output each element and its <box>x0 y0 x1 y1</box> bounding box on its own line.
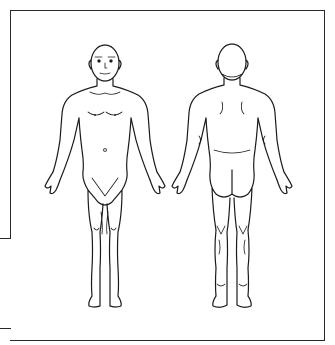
back-torso-sides <box>206 118 258 172</box>
back-waist <box>214 150 250 153</box>
front-right-hand <box>150 172 165 194</box>
front-body-figure <box>45 45 165 307</box>
back-knees <box>217 226 247 234</box>
front-face <box>95 57 115 74</box>
front-chest <box>88 112 122 115</box>
back-shoulder-blades <box>220 102 244 114</box>
back-left-hand <box>172 172 187 194</box>
front-navel <box>104 149 107 152</box>
back-right-hand <box>277 172 292 194</box>
back-right-leg <box>234 188 252 296</box>
back-left-foot <box>213 296 227 307</box>
back-right-foot <box>237 296 251 307</box>
front-hips <box>83 172 127 205</box>
front-groin <box>92 178 118 196</box>
back-head <box>218 44 246 80</box>
front-left-leg <box>88 190 103 296</box>
front-left-hand <box>45 172 60 194</box>
front-right-leg <box>107 190 122 296</box>
front-knees <box>94 228 116 230</box>
back-left-leg <box>212 188 230 296</box>
front-left-foot <box>89 296 100 307</box>
front-torso-sides <box>79 118 131 172</box>
front-collarbones <box>90 92 120 94</box>
front-right-foot <box>110 296 121 307</box>
back-hairline <box>222 74 242 77</box>
back-body-figure <box>172 44 292 307</box>
